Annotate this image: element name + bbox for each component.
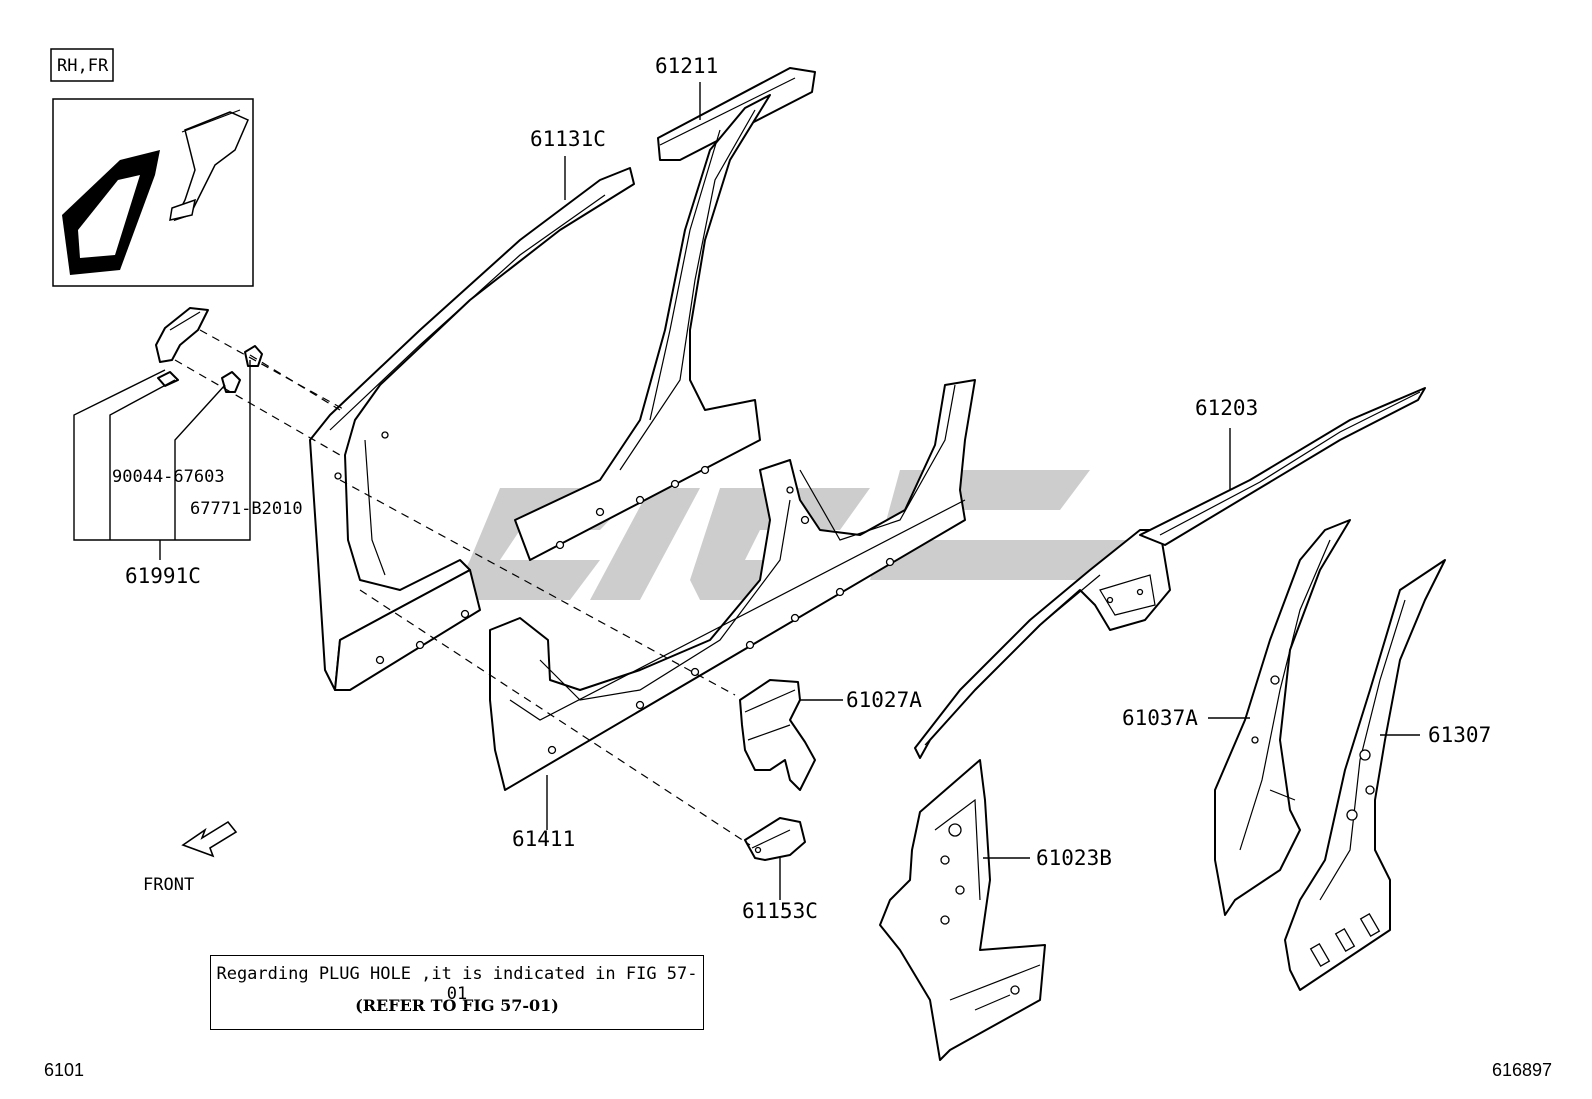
part-61027a [739, 679, 816, 791]
part-61037a [1214, 519, 1351, 916]
plug-hole-note: Regarding PLUG HOLE ,it is indicated in … [210, 955, 704, 1030]
label-61211: 61211 [655, 54, 718, 78]
illustration-id: 616897 [1492, 1060, 1553, 1080]
label-67771-b2010: 67771-B2010 [190, 499, 303, 519]
label-61037a: 61037A [1122, 706, 1198, 730]
label-61153c: 61153C [742, 899, 818, 923]
part-61203 [914, 387, 1426, 759]
label-61991c: 61991C [125, 564, 201, 588]
part-center-pillar-upper [514, 94, 771, 561]
location-inset [52, 98, 254, 287]
assembly-dashed-lines [174, 329, 751, 846]
label-61023b: 61023B [1036, 846, 1112, 870]
front-label: FRONT [143, 875, 194, 895]
view-label-box: RH,FR [50, 48, 114, 82]
view-label: RH,FR [57, 56, 109, 76]
part-61153c [744, 817, 806, 861]
label-61027a: 61027A [846, 688, 922, 712]
leader-lines [73, 82, 1420, 900]
part-61411 [489, 379, 976, 791]
label-61203: 61203 [1195, 396, 1258, 420]
label-61131c: 61131C [530, 127, 606, 151]
part-61991c-assembly [155, 307, 263, 393]
label-61307: 61307 [1428, 723, 1491, 747]
part-61023b [879, 759, 1046, 1061]
label-90044-67603: 90044-67603 [112, 467, 225, 487]
note-line-2: (REFER TO FIG 57-01) [355, 996, 559, 1015]
front-arrow-icon [181, 820, 238, 858]
note-line-1: Regarding PLUG HOLE ,it is indicated in … [216, 964, 698, 1004]
label-61411: 61411 [512, 827, 575, 851]
figure-id: 6101 [44, 1060, 85, 1080]
part-61211 [657, 67, 816, 161]
part-61131c [309, 167, 635, 691]
part-61307 [1284, 559, 1446, 991]
